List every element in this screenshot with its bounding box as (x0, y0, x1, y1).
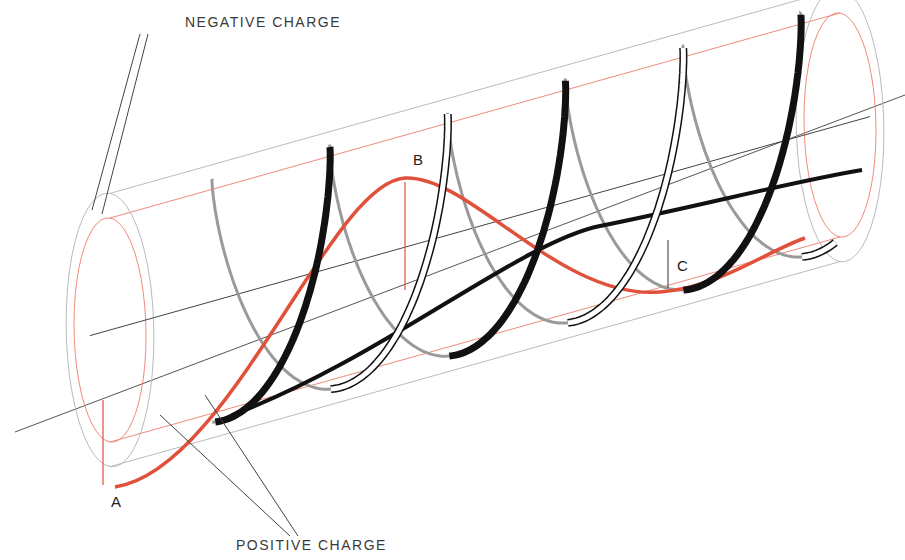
charge-label: NEGATIVE CHARGE (185, 15, 341, 29)
helix-ribbon-white (568, 48, 684, 323)
helix-ribbon-black (215, 147, 330, 422)
reference-line (15, 95, 905, 432)
point-label: B (412, 152, 424, 167)
amplitude-line (102, 400, 103, 485)
helix-ribbon-black (683, 15, 801, 290)
point-label: C (676, 258, 689, 273)
leader-line (205, 395, 298, 536)
cylinder-end (796, 0, 884, 262)
red-wave (115, 178, 805, 487)
cylinder-edge (110, 0, 840, 193)
point-label: A (110, 494, 122, 509)
helix-ribbon-white (802, 243, 835, 257)
leader-line (92, 34, 140, 210)
helix-ribbon-black (449, 81, 565, 356)
charge-label: POSITIVE CHARGE (236, 538, 387, 552)
helix-ribbon-edge (331, 114, 448, 389)
helix-ribbon-back (212, 421, 215, 424)
leader-line (160, 415, 290, 536)
helix-ribbon-white (331, 114, 448, 389)
cylinder-outline (66, 0, 884, 467)
helix-ribbon-edge (568, 48, 684, 323)
helix-front (215, 15, 835, 422)
helix-ribbon-edge (802, 243, 835, 257)
cylinder-edge (110, 13, 840, 218)
leader-line (102, 34, 148, 214)
helix-back (212, 14, 802, 423)
amplitude-line (404, 182, 405, 290)
cylinder-edge (110, 262, 840, 467)
amplitude-line (667, 240, 668, 288)
